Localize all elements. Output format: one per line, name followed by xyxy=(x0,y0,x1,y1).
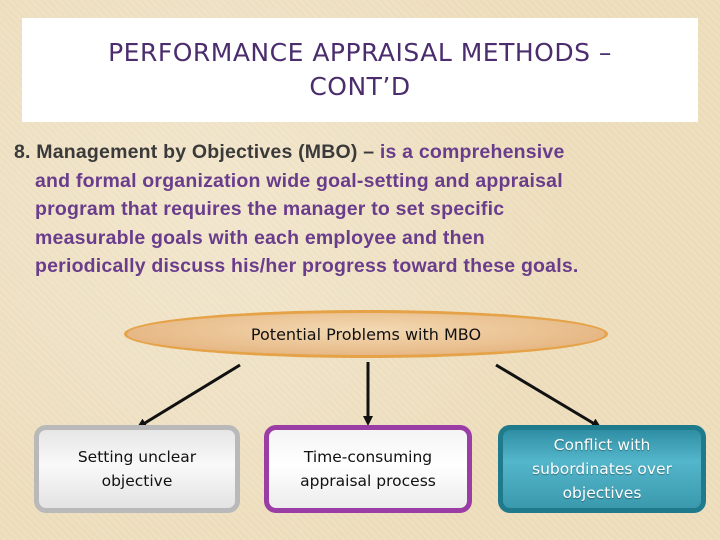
body-lead: 8. Management by Objectives (MBO) – xyxy=(14,141,375,163)
problem-2-line-1: Time-consuming xyxy=(303,448,433,466)
problem-1-line-2: objective xyxy=(101,472,173,490)
slide-title: PERFORMANCE APPRAISAL METHODS – CONT’D xyxy=(108,36,612,104)
problem-box-conflict: Conflict with subordinates over objectiv… xyxy=(498,425,706,513)
body-text-1: is a comprehensive xyxy=(374,141,565,163)
arrow-to-problem-3 xyxy=(495,363,602,429)
problem-3-line-2: subordinates over xyxy=(532,460,672,478)
problem-box-time-consuming: Time-consuming appraisal process xyxy=(264,425,472,513)
title-box: PERFORMANCE APPRAISAL METHODS – CONT’D xyxy=(22,18,698,122)
problem-3-line-3: objectives xyxy=(562,484,642,502)
problem-box-unclear-objective: Setting unclear objective xyxy=(34,425,240,513)
problem-label-3: Conflict with subordinates over objectiv… xyxy=(524,433,680,505)
body-line-2: and formal organization wide goal-settin… xyxy=(35,169,563,192)
body-line-4: measurable goals with each employee and … xyxy=(35,226,485,249)
root-ellipse: Potential Problems with MBO xyxy=(124,310,608,358)
mbo-definition: 8. Management by Objectives (MBO) – is a… xyxy=(14,138,704,281)
arrow-to-problem-1 xyxy=(136,363,241,429)
body-line-5: periodically discuss his/her progress to… xyxy=(35,255,579,277)
root-label: Potential Problems with MBO xyxy=(250,324,482,344)
body-line-3: program that requires the manager to set… xyxy=(35,198,505,220)
problem-2-line-2: appraisal process xyxy=(300,472,436,490)
problem-label-1: Setting unclear objective xyxy=(70,445,204,493)
slide-title-line-2: CONT’D xyxy=(309,72,411,101)
problem-label-2: Time-consuming appraisal process xyxy=(292,445,444,493)
problem-3-line-1: Conflict with xyxy=(553,436,651,454)
body-line-1: 8. Management by Objectives (MBO) – is a… xyxy=(14,138,704,167)
problem-1-line-1: Setting unclear xyxy=(77,448,197,466)
slide-title-line-1: PERFORMANCE APPRAISAL METHODS – xyxy=(108,38,612,67)
